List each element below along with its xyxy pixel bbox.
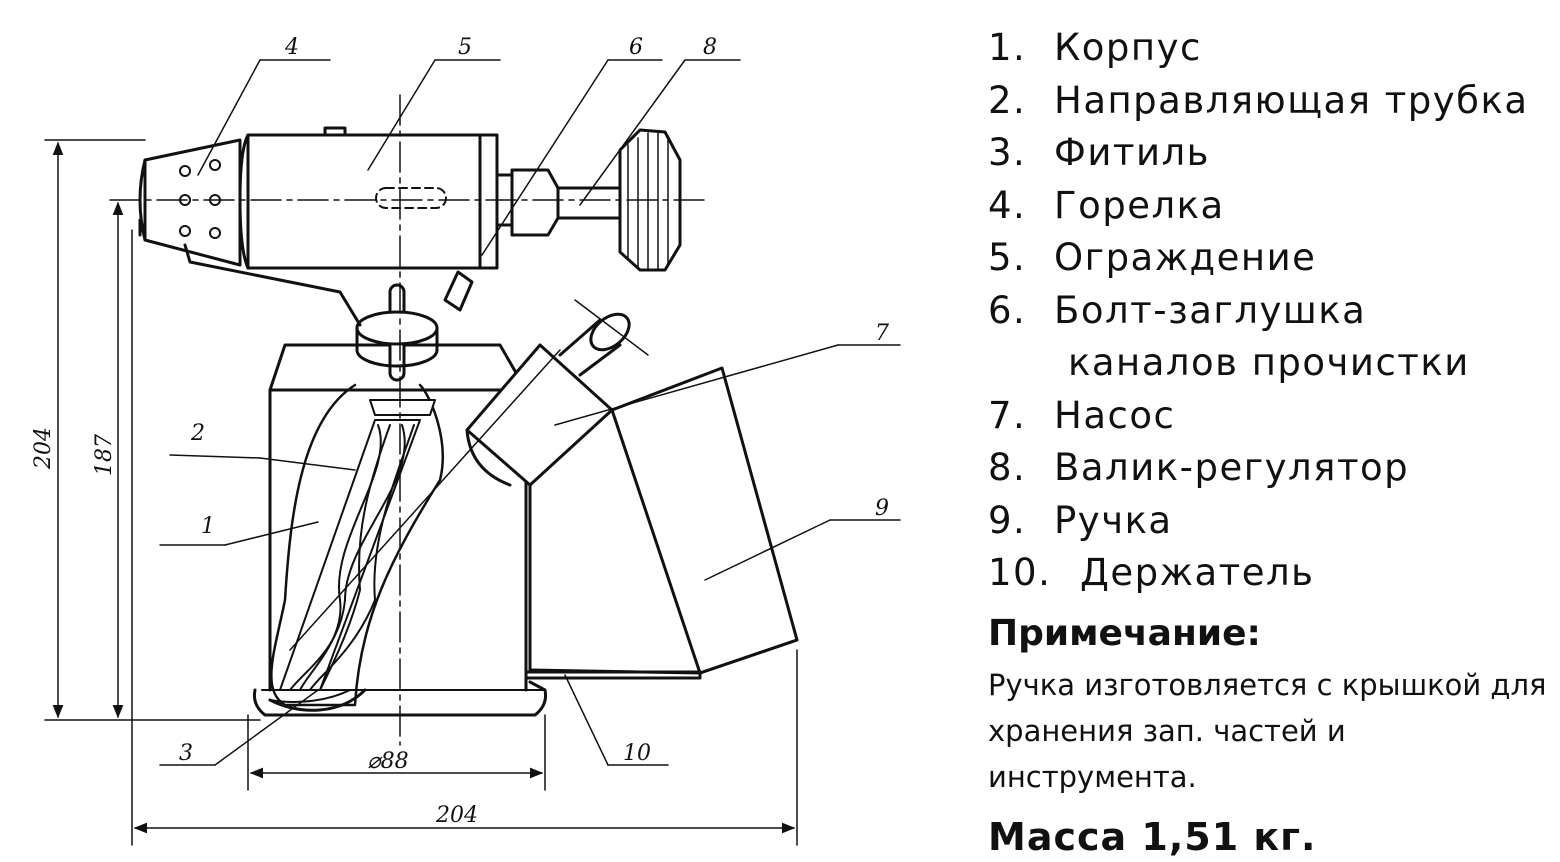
legend-item-10: 10. Держатель: [988, 547, 1560, 600]
legend-item-6: 6. Болт-заглушка каналов прочистки: [988, 285, 1560, 390]
legend-item-7: 7. Насос: [988, 390, 1560, 443]
callout-6: 6: [629, 35, 643, 60]
legend-item-4: 4. Горелка: [988, 180, 1560, 233]
legend-item-5: 5. Ограждение: [988, 232, 1560, 285]
note-text: Ручка изготовляется с крышкой для хранен…: [988, 667, 1547, 794]
legend-item-9: 9. Ручка: [988, 495, 1560, 548]
callout-10: 10: [623, 741, 651, 766]
callout-9: 9: [875, 496, 889, 521]
plug-bolt: [443, 270, 474, 312]
legend-item-1: 1. Корпус: [988, 22, 1560, 75]
legend-number: 2.: [988, 78, 1027, 122]
legend-label: Валик-регулятор: [1054, 446, 1410, 489]
legend-label: Горелка: [1054, 183, 1225, 227]
legend-label: Фитиль: [1054, 131, 1210, 174]
legend-item-2: 2. Направляющая трубка: [988, 75, 1560, 128]
legend-label: Направляющая трубка: [1054, 78, 1529, 122]
filler-cap: [355, 283, 439, 382]
mass-value: Масса 1,51 кг.: [988, 814, 1317, 859]
callout-2: 2: [190, 421, 205, 446]
legend-label: Корпус: [1054, 26, 1202, 69]
callout-8: 8: [703, 35, 717, 60]
legend-number: 5.: [988, 236, 1027, 279]
legend-label: Ограждение: [1054, 236, 1317, 279]
legend-label-continuation: каналов прочистки: [1068, 341, 1470, 384]
legend-number: 1.: [988, 26, 1027, 69]
legend-label: Держатель: [1080, 551, 1315, 594]
callout-5: 5: [458, 35, 472, 60]
legend-number: 8.: [988, 446, 1027, 489]
legend-item-8: 8. Валик-регулятор: [988, 442, 1560, 495]
holder: [524, 670, 702, 680]
legend-label: Насос: [1054, 393, 1176, 437]
legend-label: Болт-заглушка: [1054, 288, 1367, 332]
callout-4: 4: [284, 35, 299, 60]
callout-3: 3: [179, 741, 193, 766]
callout-1: 1: [201, 514, 215, 539]
blowtorch-drawing: 4 5 6 8 7 2 1 9 3 10 204 187 ⌀88 204: [31, 35, 901, 846]
shield: [238, 126, 499, 270]
legend-number: 10.: [988, 551, 1052, 594]
pump: [465, 312, 631, 487]
dimension-height-burner: 187: [92, 434, 117, 476]
guide-tube-and-wick: [268, 399, 436, 712]
dimension-width-total: 204: [435, 803, 478, 828]
legend-number: 4.: [988, 183, 1027, 227]
note-title: Примечание:: [988, 612, 1261, 654]
parts-list: 1.Корпус 2.Направляющая трубка 3.Фитиль …: [988, 22, 1560, 600]
legend-number: 9.: [988, 498, 1027, 542]
legend-item-3: 3. Фитиль: [988, 127, 1560, 180]
callout-7: 7: [875, 321, 889, 346]
dimension-height-total: 204: [31, 427, 56, 470]
legend-number: 7.: [988, 393, 1027, 437]
legend-number: 6.: [988, 288, 1027, 332]
parts-legend: 1.Корпус 2.Направляющая трубка 3.Фитиль …: [988, 22, 1560, 862]
legend-label: Ручка: [1054, 498, 1173, 542]
burner: [138, 138, 362, 327]
legend-number: 3.: [988, 131, 1027, 174]
dimension-diameter: ⌀88: [367, 749, 408, 774]
